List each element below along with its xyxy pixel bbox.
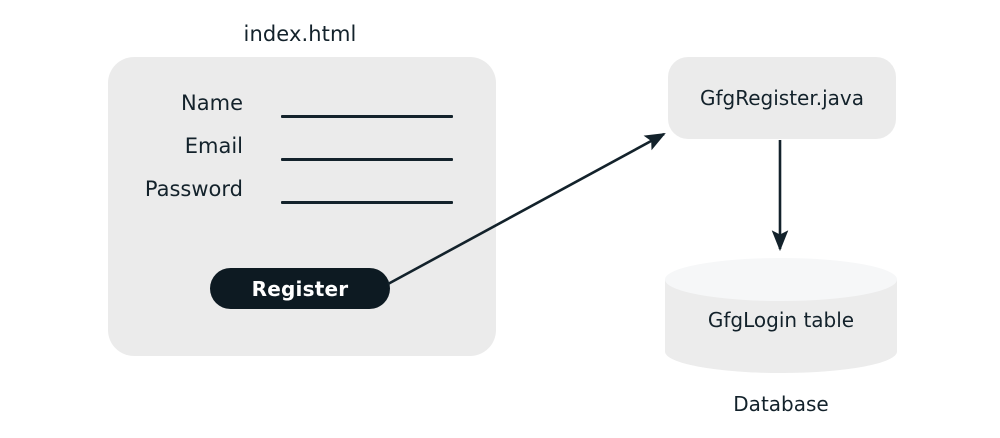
cylinder-top-ellipse [665, 258, 897, 301]
name-input[interactable] [281, 115, 453, 118]
field-label-email: Email [184, 134, 243, 158]
form-field-name: Name [108, 89, 496, 121]
field-label-name: Name [181, 91, 243, 115]
field-label-password: Password [144, 177, 243, 201]
register-button[interactable]: Register [210, 268, 390, 309]
email-input[interactable] [281, 158, 453, 161]
registration-form-card: Name Email Password Register [108, 57, 496, 356]
form-field-email: Email [108, 132, 496, 164]
page-title: index.html [243, 22, 357, 46]
database-node[interactable]: GfgLogin table [665, 258, 897, 373]
database-caption: Database [733, 392, 829, 416]
servlet-label: GfgRegister.java [699, 86, 864, 110]
password-input[interactable] [281, 201, 453, 204]
form-field-password: Password [108, 175, 496, 207]
database-table-label: GfgLogin table [707, 308, 855, 332]
servlet-node[interactable]: GfgRegister.java [668, 57, 896, 139]
